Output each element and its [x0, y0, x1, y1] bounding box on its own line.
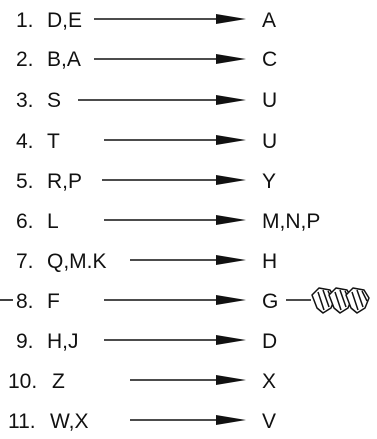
row-output-11: V — [262, 410, 276, 433]
connection-row-1: 1. D,E A — [16, 9, 276, 32]
row-number-5: 5. — [16, 170, 34, 193]
connection-row-6: 6. L M,N,P — [16, 210, 320, 233]
wire-nut-icon — [345, 287, 370, 314]
arrow-head-11 — [216, 415, 246, 425]
row-inputs-10: Z — [52, 370, 65, 393]
connection-row-3: 3. S U — [16, 89, 277, 112]
row-inputs-9: H,J — [47, 330, 79, 353]
arrow-head-10 — [216, 375, 246, 385]
arrow-head-8 — [216, 295, 246, 305]
row-output-7: H — [262, 250, 277, 273]
connection-row-10: 10. Z X — [8, 370, 276, 393]
row-number-10: 10. — [8, 370, 37, 393]
row-inputs-1: D,E — [47, 9, 82, 32]
row-number-6: 6. — [16, 210, 34, 233]
row-number-4: 4. — [16, 130, 34, 153]
connection-row-2: 2. B,A C — [16, 48, 277, 71]
connection-row-4: 4. T U — [16, 130, 277, 153]
arrow-head-1 — [216, 14, 246, 24]
row-number-7: 7. — [16, 250, 34, 273]
row-output-6: M,N,P — [262, 210, 320, 233]
row-output-4: U — [262, 130, 277, 153]
row-number-2: 2. — [16, 48, 34, 71]
row-output-10: X — [262, 370, 276, 393]
row-output-1: A — [262, 9, 276, 32]
row-output-3: U — [262, 89, 277, 112]
connection-row-11: 11. W,X V — [8, 410, 276, 433]
row-number-3: 3. — [16, 89, 34, 112]
wire-nut-icons — [311, 287, 370, 314]
row-inputs-8: F — [47, 290, 60, 313]
row-number-11: 11. — [8, 410, 36, 433]
row-inputs-4: T — [47, 130, 60, 153]
connection-row-8: 8. F G — [0, 287, 370, 314]
row-number-9: 9. — [16, 330, 34, 353]
row-number-1: 1. — [16, 9, 34, 32]
connection-row-5: 5. R,P Y — [16, 170, 276, 193]
arrow-head-7 — [216, 255, 246, 265]
arrow-head-3 — [216, 95, 246, 105]
row-inputs-5: R,P — [47, 170, 82, 193]
row-output-8: G — [262, 290, 278, 313]
arrow-head-5 — [216, 175, 246, 185]
row-output-9: D — [262, 330, 277, 353]
arrow-head-6 — [216, 215, 246, 225]
row-output-5: Y — [262, 170, 276, 193]
row-inputs-6: L — [47, 210, 59, 233]
arrow-head-9 — [216, 335, 246, 345]
arrow-head-2 — [216, 54, 246, 64]
connection-row-7: 7. Q,M.K H — [16, 250, 277, 273]
connection-row-9: 9. H,J D — [16, 330, 277, 353]
row-inputs-7: Q,M.K — [47, 250, 107, 273]
row-inputs-11: W,X — [50, 410, 89, 433]
arrow-head-4 — [216, 135, 246, 145]
row-number-8: 8. — [16, 290, 34, 313]
row-inputs-2: B,A — [47, 48, 81, 71]
row-inputs-3: S — [47, 89, 61, 112]
row-output-2: C — [262, 48, 277, 71]
